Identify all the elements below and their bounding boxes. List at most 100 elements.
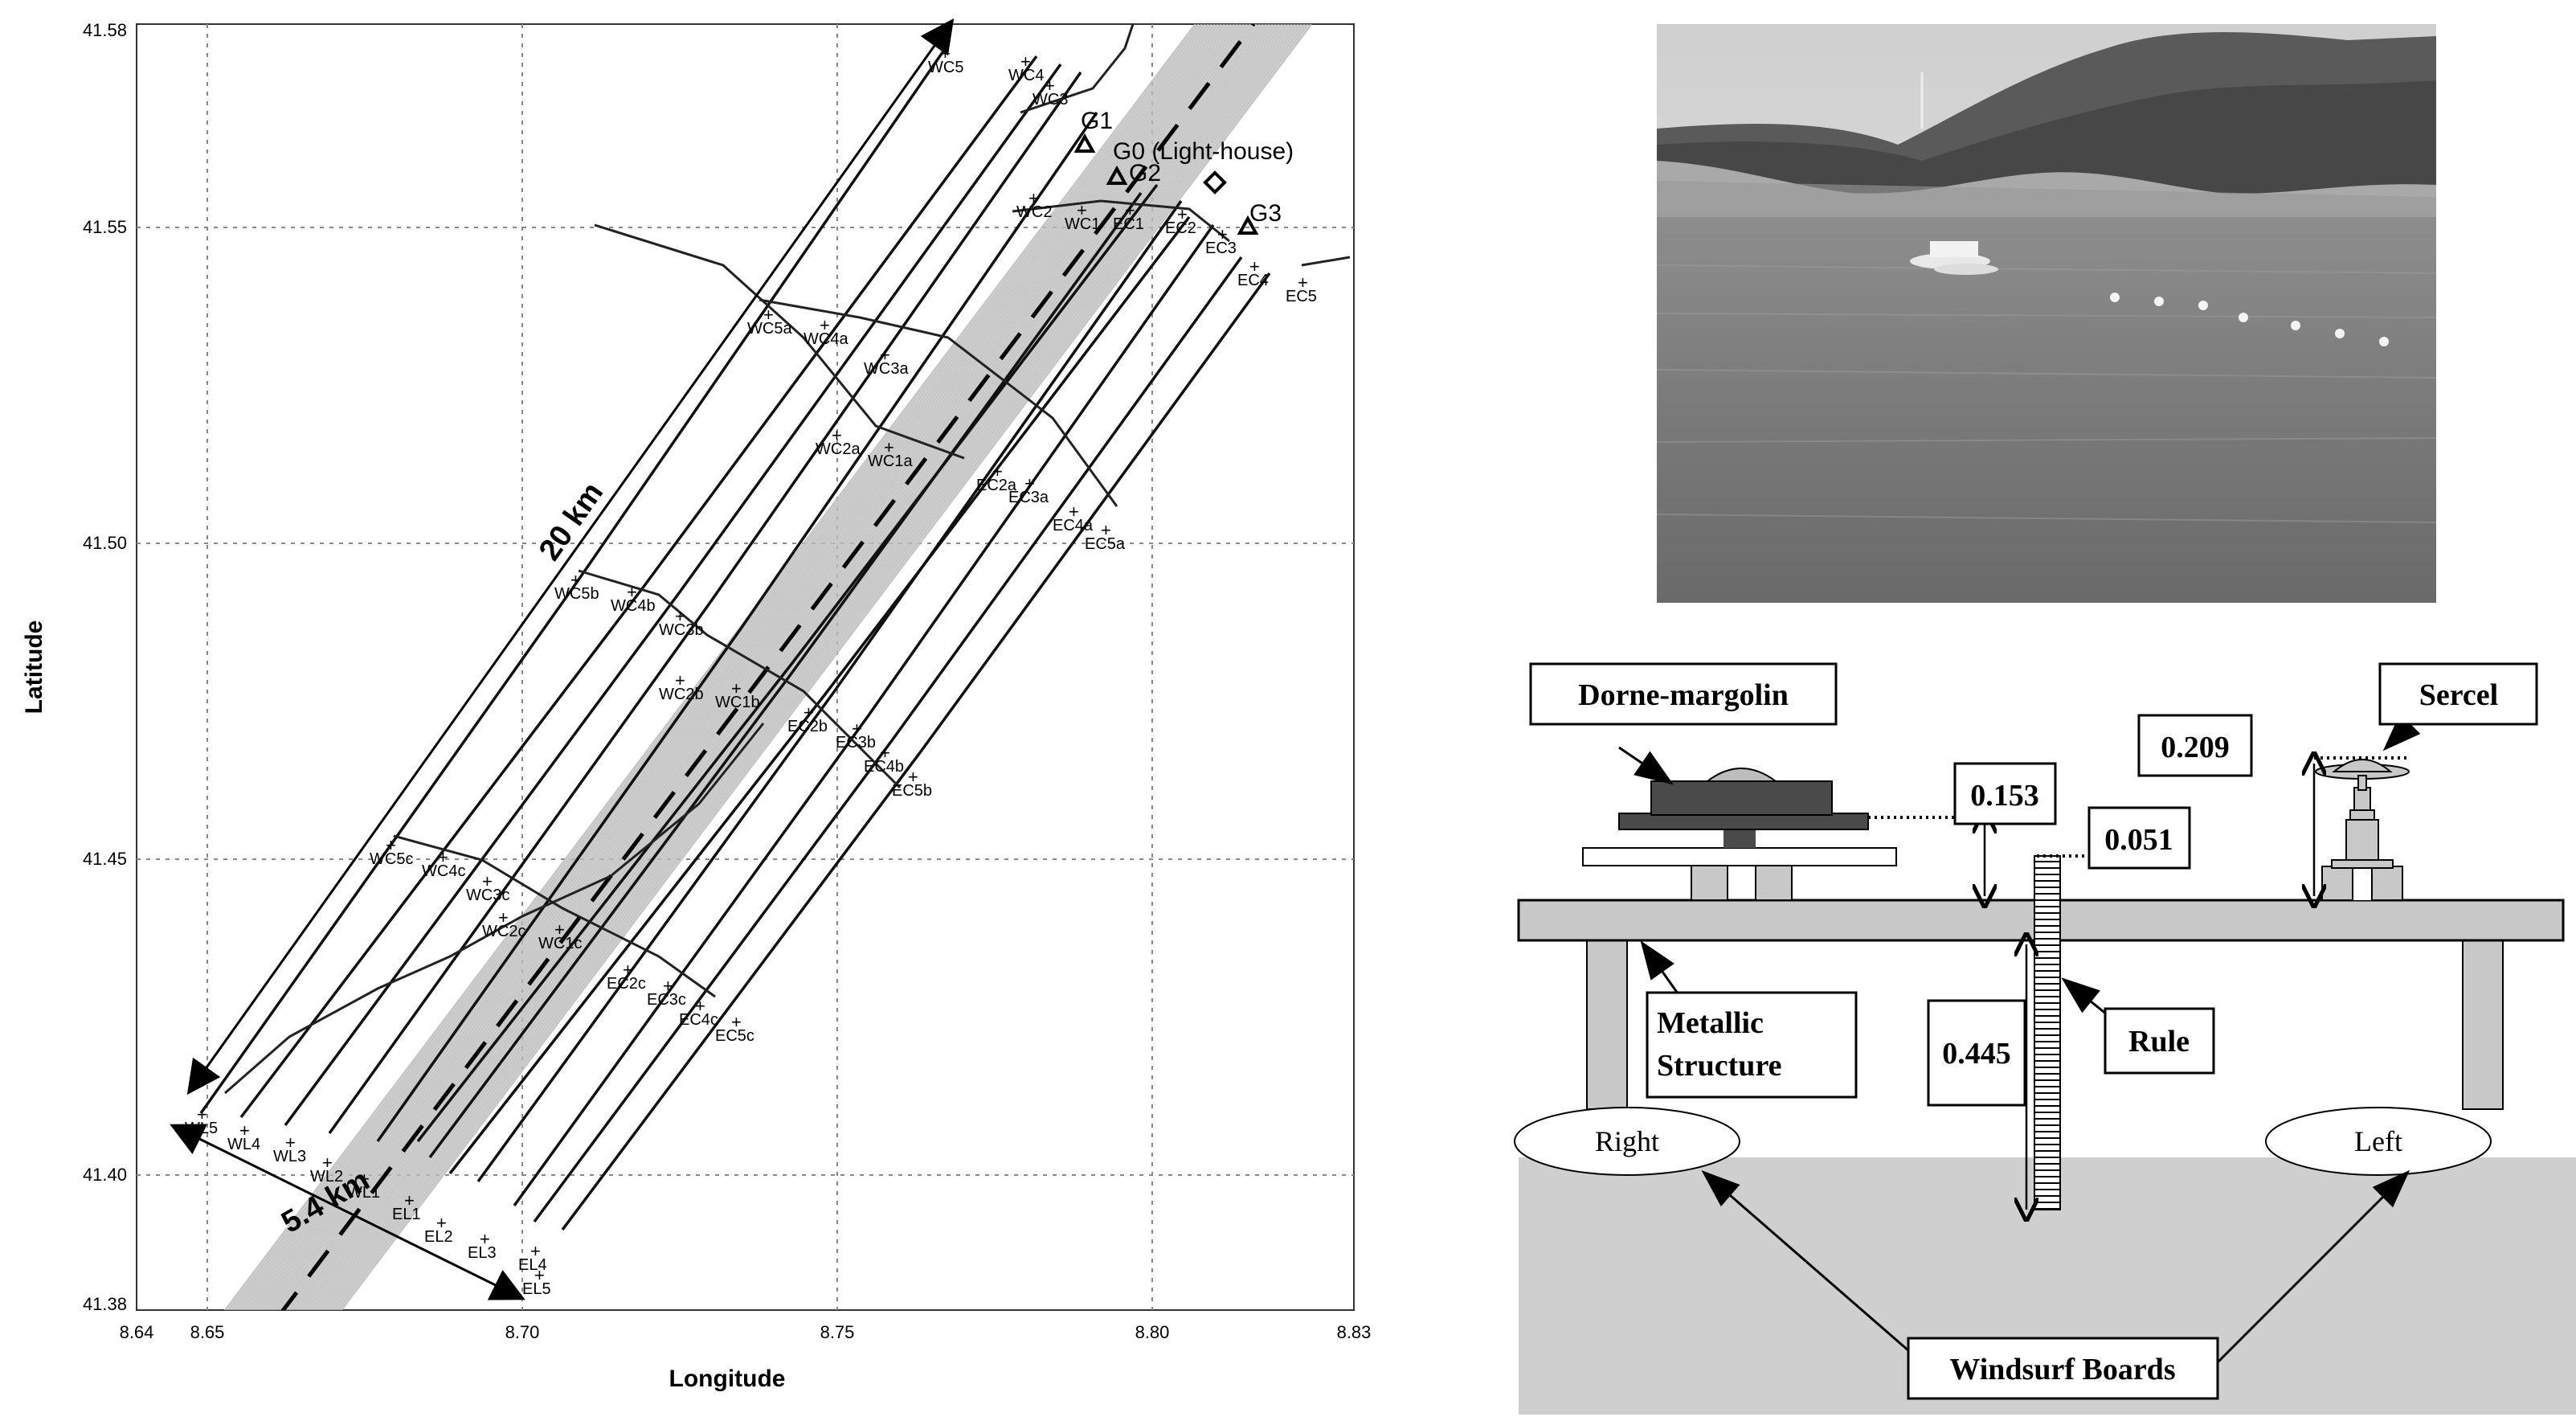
track-label: WC5c (370, 850, 413, 868)
track-point-marker: + (1077, 200, 1087, 220)
track-label: WC2b (659, 686, 704, 703)
track-map: 20 km 5.4 km G1 G2 G3 G0 (Light-house) W… (21, 18, 1371, 1392)
label-sercel: Sercel (2378, 662, 2538, 726)
track-label: WL2 (310, 1168, 343, 1186)
track-label: WC1b (715, 694, 760, 711)
track-label: EC3b (836, 734, 876, 751)
track-point-marker: + (1020, 51, 1031, 72)
svg-text:Metallic: Metallic (1657, 1006, 1764, 1040)
track-label: EC3 (1205, 240, 1237, 257)
track-label: WC4a (803, 330, 848, 348)
label-dim-0051: 0.051 (2087, 806, 2191, 870)
right-leg (2462, 936, 2504, 1110)
track-point-marker: + (675, 670, 685, 690)
track-point-marker: + (498, 907, 509, 928)
track-label: EC5b (892, 782, 932, 800)
track-point-marker: + (1249, 256, 1260, 276)
y-tick: 41.38 (83, 1294, 127, 1314)
track-label: WC1a (868, 453, 913, 470)
y-tick: 41.45 (83, 849, 127, 869)
track-point-marker: + (623, 960, 633, 980)
track-label: EC4b (864, 758, 904, 776)
track-point-marker: + (695, 996, 705, 1016)
label-dim-0445: 0.445 (1927, 999, 2026, 1107)
track-point-marker: + (1024, 473, 1035, 493)
track-label: WL1 (347, 1184, 380, 1202)
track-label: WL3 (273, 1148, 306, 1165)
track-point-marker: + (404, 1190, 415, 1210)
track-label: WC2 (1016, 203, 1052, 221)
x-tick: 8.70 (505, 1322, 540, 1342)
track-point-marker: + (627, 582, 637, 602)
track-point-marker: + (852, 719, 862, 739)
track-label: EC1 (1113, 215, 1144, 233)
track-label: WC2c (482, 923, 525, 940)
track-point-marker: + (1069, 502, 1079, 522)
dimension-arrows (1985, 764, 2314, 1210)
svg-text:Sercel: Sercel (2419, 678, 2498, 712)
track-label: EC4a (1053, 517, 1094, 534)
track-point-marker: + (731, 1012, 742, 1032)
track-point-marker: + (197, 1104, 207, 1124)
track-point-marker: + (663, 976, 673, 996)
track-label: WC3b (659, 621, 704, 639)
track-label: EC4c (679, 1011, 718, 1029)
track-label: EC3a (1008, 489, 1049, 506)
track-labels: WC5+WC4+WC3+WC2+WC1+EC1+EC2+EC3+EC4+EC5+… (185, 43, 1317, 1298)
track-point-marker: + (803, 702, 814, 723)
track-label: WL4 (227, 1136, 260, 1153)
sercel-receiver (2315, 759, 2410, 901)
x-axis-label: Longitude (669, 1366, 786, 1392)
y-tick: 41.50 (83, 533, 127, 553)
track-point-marker: + (1045, 76, 1055, 96)
map-panel: 20 km 5.4 km G1 G2 G3 G0 (Light-house) W… (21, 18, 1371, 1392)
track-point-marker: + (940, 43, 951, 63)
track-label: EC2b (787, 718, 828, 735)
track-point-marker: + (1125, 200, 1135, 220)
ground-station-g1-icon (1073, 133, 1096, 153)
track-point-marker: + (480, 1229, 490, 1249)
ground-label-g2: G2 (1129, 160, 1161, 186)
lighthouse-icon (1203, 170, 1227, 195)
track-point-marker: + (763, 305, 774, 325)
track-point-marker: + (554, 919, 565, 940)
track-label: WC4b (611, 597, 656, 615)
ground-label-g1: G1 (1081, 108, 1113, 134)
track-label: WC3c (466, 887, 509, 904)
instrument-setup-schematic: Right Left Dorne-margolin Sercel Metalli… (1511, 627, 2576, 1417)
track-label: EL5 (522, 1280, 551, 1298)
track-label: WC5b (554, 585, 599, 603)
measuring-rule (2034, 855, 2061, 1210)
y-tick: 41.58 (83, 20, 127, 40)
ground-station-g3-icon (1237, 215, 1259, 235)
track-label: EC5a (1085, 535, 1126, 553)
track-label: EC2 (1165, 219, 1196, 237)
catamaran (1910, 241, 1998, 275)
track-point-marker: + (880, 345, 890, 365)
ground-stations (1073, 133, 1259, 235)
distance-arrow-long (186, 18, 955, 1095)
label-windsurf-boards: Windsurf Boards (1907, 1337, 2219, 1400)
x-tick: 8.65 (190, 1322, 225, 1342)
left-leg (1586, 936, 1628, 1110)
x-tick: 8.64 (120, 1322, 154, 1342)
track-point-marker: + (675, 606, 685, 626)
board-left-label: Left (2354, 1125, 2402, 1157)
label-metallic-structure: Metallic Structure (1646, 991, 1858, 1099)
track-label: EL2 (424, 1228, 453, 1246)
ground-label-g3: G3 (1249, 200, 1282, 227)
track-label: WC1c (538, 935, 582, 952)
board-right (1514, 1107, 1740, 1176)
track-point-marker: + (386, 835, 396, 855)
track-point-marker: + (1101, 520, 1111, 540)
svg-text:Rule: Rule (2128, 1025, 2190, 1059)
track-point-marker: + (438, 847, 448, 867)
y-axis-label: Latitude (21, 620, 47, 715)
y-tick: 41.40 (83, 1165, 127, 1185)
buoys (2110, 293, 2389, 346)
track-point-marker: + (820, 315, 830, 335)
track-point-marker: + (436, 1213, 447, 1233)
board-right-label: Right (1595, 1125, 1659, 1157)
track-label: EC5 (1286, 288, 1317, 305)
sea (1657, 217, 2436, 603)
